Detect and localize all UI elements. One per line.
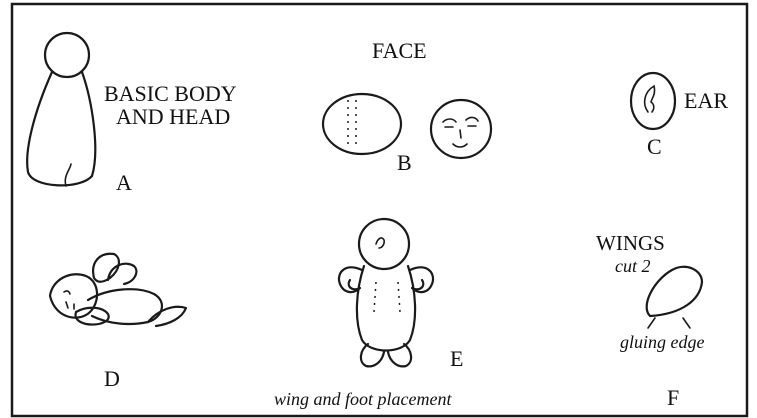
- sleeping-foot: [148, 307, 186, 326]
- panel-b-caption: FACE: [372, 38, 427, 63]
- face-left-eye: [443, 119, 456, 127]
- figure-left-wing: [339, 267, 362, 292]
- panel-b-letter: B: [397, 150, 412, 175]
- panel-f-caption-line2: cut 2: [615, 256, 651, 276]
- face-mouth: [453, 144, 467, 147]
- panel-f-note: gluing edge: [620, 332, 704, 352]
- panel-c: EAR C: [631, 73, 728, 159]
- sleeping-head: [50, 274, 97, 317]
- gluing-edge-pointer-left: [648, 318, 655, 328]
- basic-body-shape: [27, 72, 95, 185]
- panel-d-letter: D: [104, 366, 120, 391]
- figure-right-wing: [410, 267, 433, 292]
- panel-b: FACE B: [323, 38, 491, 175]
- panel-c-letter: C: [647, 134, 662, 159]
- basic-head-shape: [45, 33, 89, 77]
- wing-pattern-shape: [647, 267, 702, 316]
- sleeping-face-detail: [64, 291, 74, 309]
- panel-d: D: [50, 254, 186, 391]
- panel-e: E wing and foot placement: [274, 219, 463, 409]
- panel-e-letter: E: [450, 346, 463, 371]
- ear-inner-curve: [645, 86, 655, 112]
- panel-a-caption-line1: BASIC BODY: [104, 81, 237, 106]
- panel-a-caption-line2: AND HEAD: [116, 104, 230, 129]
- face-blank-oval: [323, 94, 401, 154]
- panel-f: WINGS cut 2 gluing edge F: [596, 231, 704, 410]
- figure-dots-left: [374, 282, 376, 312]
- body-fold-line: [65, 164, 71, 186]
- panel-f-letter: F: [667, 385, 679, 410]
- panel-a-letter: A: [116, 170, 132, 195]
- figure-body: [357, 266, 415, 351]
- figure-ear-curl: [376, 238, 384, 248]
- panel-f-caption-line1: WINGS: [596, 231, 665, 255]
- gluing-edge-pointer-right: [683, 318, 690, 328]
- panel-e-caption: wing and foot placement: [274, 389, 452, 409]
- face-finished: [431, 100, 491, 158]
- sleeping-wing-2: [108, 264, 136, 284]
- ear-outline: [631, 73, 675, 129]
- diagram-frame: [12, 4, 747, 416]
- face-right-eye: [466, 117, 478, 126]
- face-nose: [460, 130, 461, 138]
- panel-a: BASIC BODY AND HEAD A: [27, 33, 237, 195]
- panel-c-caption: EAR: [684, 88, 728, 113]
- figure-dots-right: [398, 282, 400, 312]
